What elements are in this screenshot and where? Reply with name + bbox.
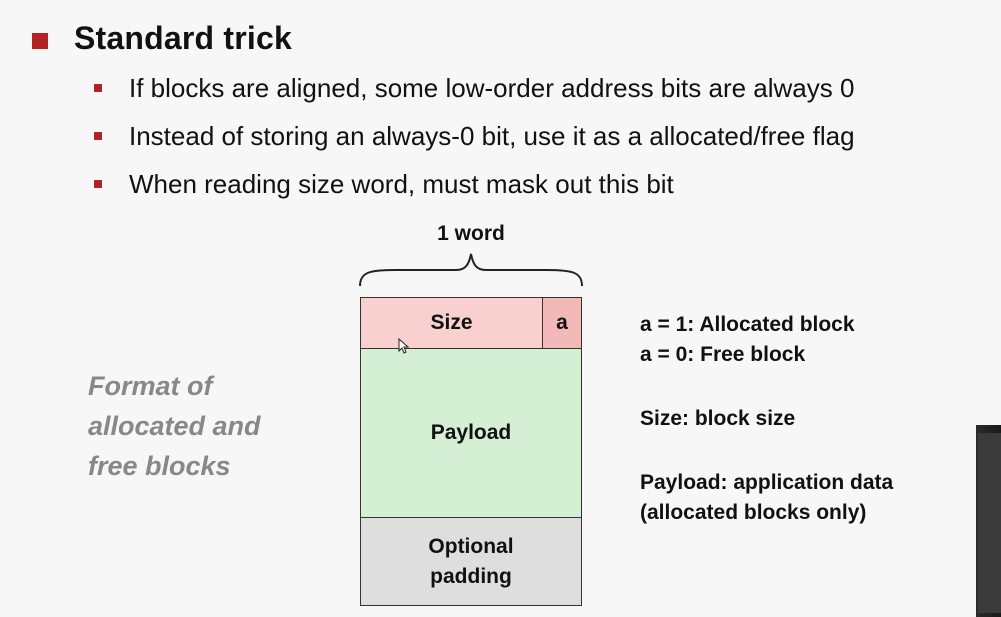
sub-bullet: When reading size word, must mask out th…: [94, 160, 855, 208]
legend-alloc: a = 1: Allocated block: [640, 313, 855, 336]
legend-size: Size: block size: [640, 407, 796, 430]
header-word: Size a: [361, 298, 581, 349]
slide-heading: Standard trick: [74, 20, 292, 56]
sub-bullet: If blocks are aligned, some low-order ad…: [94, 64, 855, 112]
alloc-bit-field: a: [543, 298, 581, 348]
main-bullet: Standard trick: [32, 20, 292, 57]
bullet-square-icon: [94, 84, 102, 92]
padding-line: padding: [430, 564, 512, 588]
legend-free: a = 0: Free block: [640, 343, 806, 366]
diagram-caption: Format of allocated and free blocks: [88, 366, 308, 486]
bullet-square-icon: [32, 32, 48, 49]
size-field: Size: [361, 298, 543, 348]
payload-field: Payload: [361, 349, 581, 518]
caption-line: Format of: [88, 371, 213, 401]
video-overlay-edge: [976, 425, 1001, 617]
sub-bullet: Instead of storing an always-0 bit, use …: [94, 112, 855, 160]
padding-field: Optional padding: [361, 518, 581, 605]
bullet-square-icon: [94, 132, 102, 140]
legend: a = 1: Allocated block a = 0: Free block…: [640, 310, 893, 528]
mouse-cursor-icon: [398, 338, 410, 354]
padding-line: Optional: [428, 534, 514, 558]
block-format-diagram: Size a Payload Optional padding: [360, 297, 582, 606]
sub-bullet-text: When reading size word, must mask out th…: [129, 168, 674, 199]
legend-payload: Payload: application data: [640, 471, 894, 494]
word-label: 1 word: [437, 222, 505, 245]
sub-bullet-text: If blocks are aligned, some low-order ad…: [129, 72, 855, 103]
bullet-square-icon: [94, 180, 102, 188]
sub-bullet-list: If blocks are aligned, some low-order ad…: [94, 64, 855, 208]
caption-line: free blocks: [88, 451, 231, 481]
legend-payload-note: (allocated blocks only): [640, 501, 867, 524]
sub-bullet-text: Instead of storing an always-0 bit, use …: [129, 120, 855, 151]
brace-icon: [359, 253, 583, 287]
caption-line: allocated and: [88, 411, 261, 441]
